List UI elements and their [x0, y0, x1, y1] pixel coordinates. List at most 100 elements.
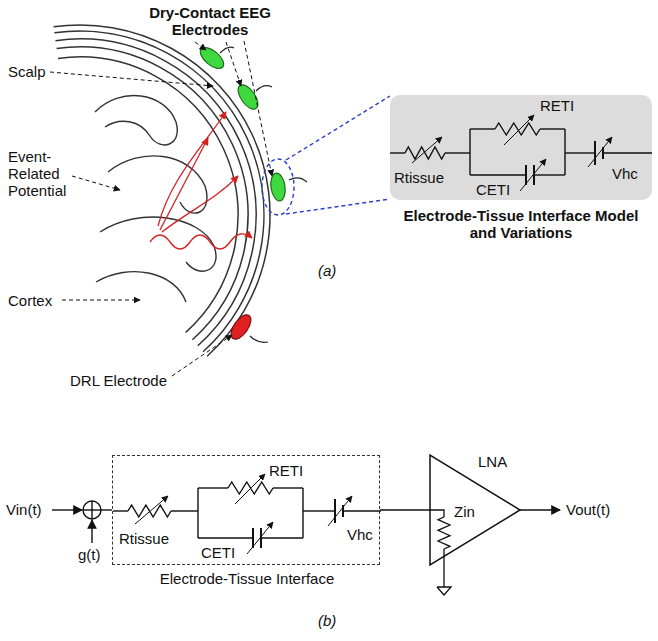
wire — [430, 510, 444, 517]
leader-line — [50, 41, 272, 376]
electrode-label: Dry-Contact EEG Electrodes — [145, 4, 275, 38]
box-caption: Electrode-Tissue Interface — [113, 570, 381, 587]
variability-arrow — [588, 137, 612, 167]
wire — [343, 510, 381, 511]
electrode-wires — [220, 47, 307, 342]
component-label: Rtissue — [394, 169, 444, 186]
zoom-callout — [262, 96, 390, 215]
head-layer-arc — [56, 39, 257, 346]
leader-line — [226, 42, 241, 86]
leader-line — [72, 176, 120, 190]
wire — [534, 174, 565, 175]
component-label: CETI — [476, 181, 510, 198]
wire — [603, 152, 652, 153]
component-label: Vhc — [347, 526, 373, 543]
electrode-wires — [289, 178, 307, 182]
battery-plate — [594, 141, 596, 165]
anatomy-label: Scalp — [8, 63, 46, 80]
brain-folds — [108, 156, 207, 213]
ground-symbol — [437, 587, 451, 595]
resistor-symbol — [128, 505, 171, 517]
wire — [564, 129, 565, 175]
leader-line — [172, 335, 232, 376]
wire — [197, 488, 198, 538]
lna-amplifier: LNA Zin — [430, 445, 525, 575]
zoom-callout — [262, 159, 294, 215]
battery-plate — [334, 499, 336, 523]
electrode-label: DRL Electrode — [70, 372, 167, 389]
electrode-wires — [250, 336, 268, 342]
dry-contact-electrode — [234, 82, 262, 113]
signal-name: Vout(t) — [566, 501, 610, 518]
signal-wire — [52, 509, 82, 510]
dry-contact-electrode — [197, 44, 227, 73]
variability-arrow — [504, 115, 534, 145]
event-related-potential-arrows — [158, 112, 226, 226]
panel-caption: Electrode-Tissue Interface Model and Var… — [396, 207, 646, 241]
leader-line — [62, 300, 140, 301]
wire — [443, 549, 444, 587]
wire — [470, 174, 526, 175]
interface-model-panel: RETIRtissueCETIVhcElectrode-Tissue Inter… — [390, 95, 652, 200]
wire — [113, 510, 128, 511]
variability-arrow — [520, 159, 546, 191]
amplifier-triangle — [430, 455, 520, 565]
brain-folds — [95, 96, 216, 302]
summing-junction — [83, 501, 101, 519]
component-label: CETI — [201, 544, 235, 561]
signal-label: Event-Related Potential — [8, 148, 72, 199]
anatomy-label: Cortex — [8, 292, 52, 309]
wire — [198, 487, 228, 488]
dry-contact-electrode — [269, 172, 287, 202]
interface-dashed-box: RETIRtissueCETIVhcElectrode-Tissue Inter… — [112, 455, 380, 565]
zoom-callout — [286, 96, 390, 160]
event-related-potential-arrows — [150, 112, 252, 249]
electrode-wires — [220, 47, 234, 53]
summing-junction — [91, 501, 92, 519]
signal-wire — [101, 509, 112, 510]
wire — [261, 537, 303, 538]
wire — [390, 152, 405, 153]
component-label: RETI — [540, 97, 574, 114]
component-label: RETI — [269, 462, 303, 479]
panel-label: (a) — [318, 262, 336, 279]
resistor-symbol — [495, 123, 540, 135]
wire — [171, 510, 198, 511]
component-label: Vhc — [612, 165, 638, 182]
head-layer-arc — [57, 47, 248, 340]
brain-folds — [96, 272, 186, 302]
amplifier-symbol — [430, 445, 525, 575]
circuit-schematic — [113, 456, 381, 566]
wire — [302, 488, 303, 538]
brain-folds — [95, 96, 177, 145]
leader-line — [244, 41, 272, 176]
variability-arrow — [412, 137, 442, 163]
variability-arrow — [247, 522, 273, 554]
wire — [469, 129, 470, 175]
wire — [198, 537, 253, 538]
event-related-potential-arrows — [162, 176, 238, 232]
block-label: LNA — [478, 453, 507, 470]
event-related-potential-arrows — [150, 234, 252, 249]
dry-contact-electrode — [197, 44, 287, 202]
head-layer-arc — [54, 31, 264, 352]
signal-wire — [380, 509, 430, 510]
variability-arrow — [235, 474, 265, 504]
drl-electrode — [227, 312, 255, 343]
wire — [445, 152, 470, 153]
wire — [565, 152, 595, 153]
signal-name: g(t) — [78, 546, 101, 563]
wire — [303, 510, 335, 511]
wire — [540, 128, 565, 129]
signal-wire — [91, 520, 92, 543]
signal-wire — [520, 509, 560, 510]
panel-label: (b) — [318, 612, 336, 629]
electrode-wires — [256, 86, 272, 91]
leader-line — [195, 42, 206, 50]
signal-name: Vin(t) — [6, 501, 42, 518]
impedance-label: Zin — [454, 503, 475, 520]
variability-arrow — [135, 496, 168, 524]
leader-line — [50, 72, 213, 86]
resistor-symbol — [438, 517, 450, 549]
